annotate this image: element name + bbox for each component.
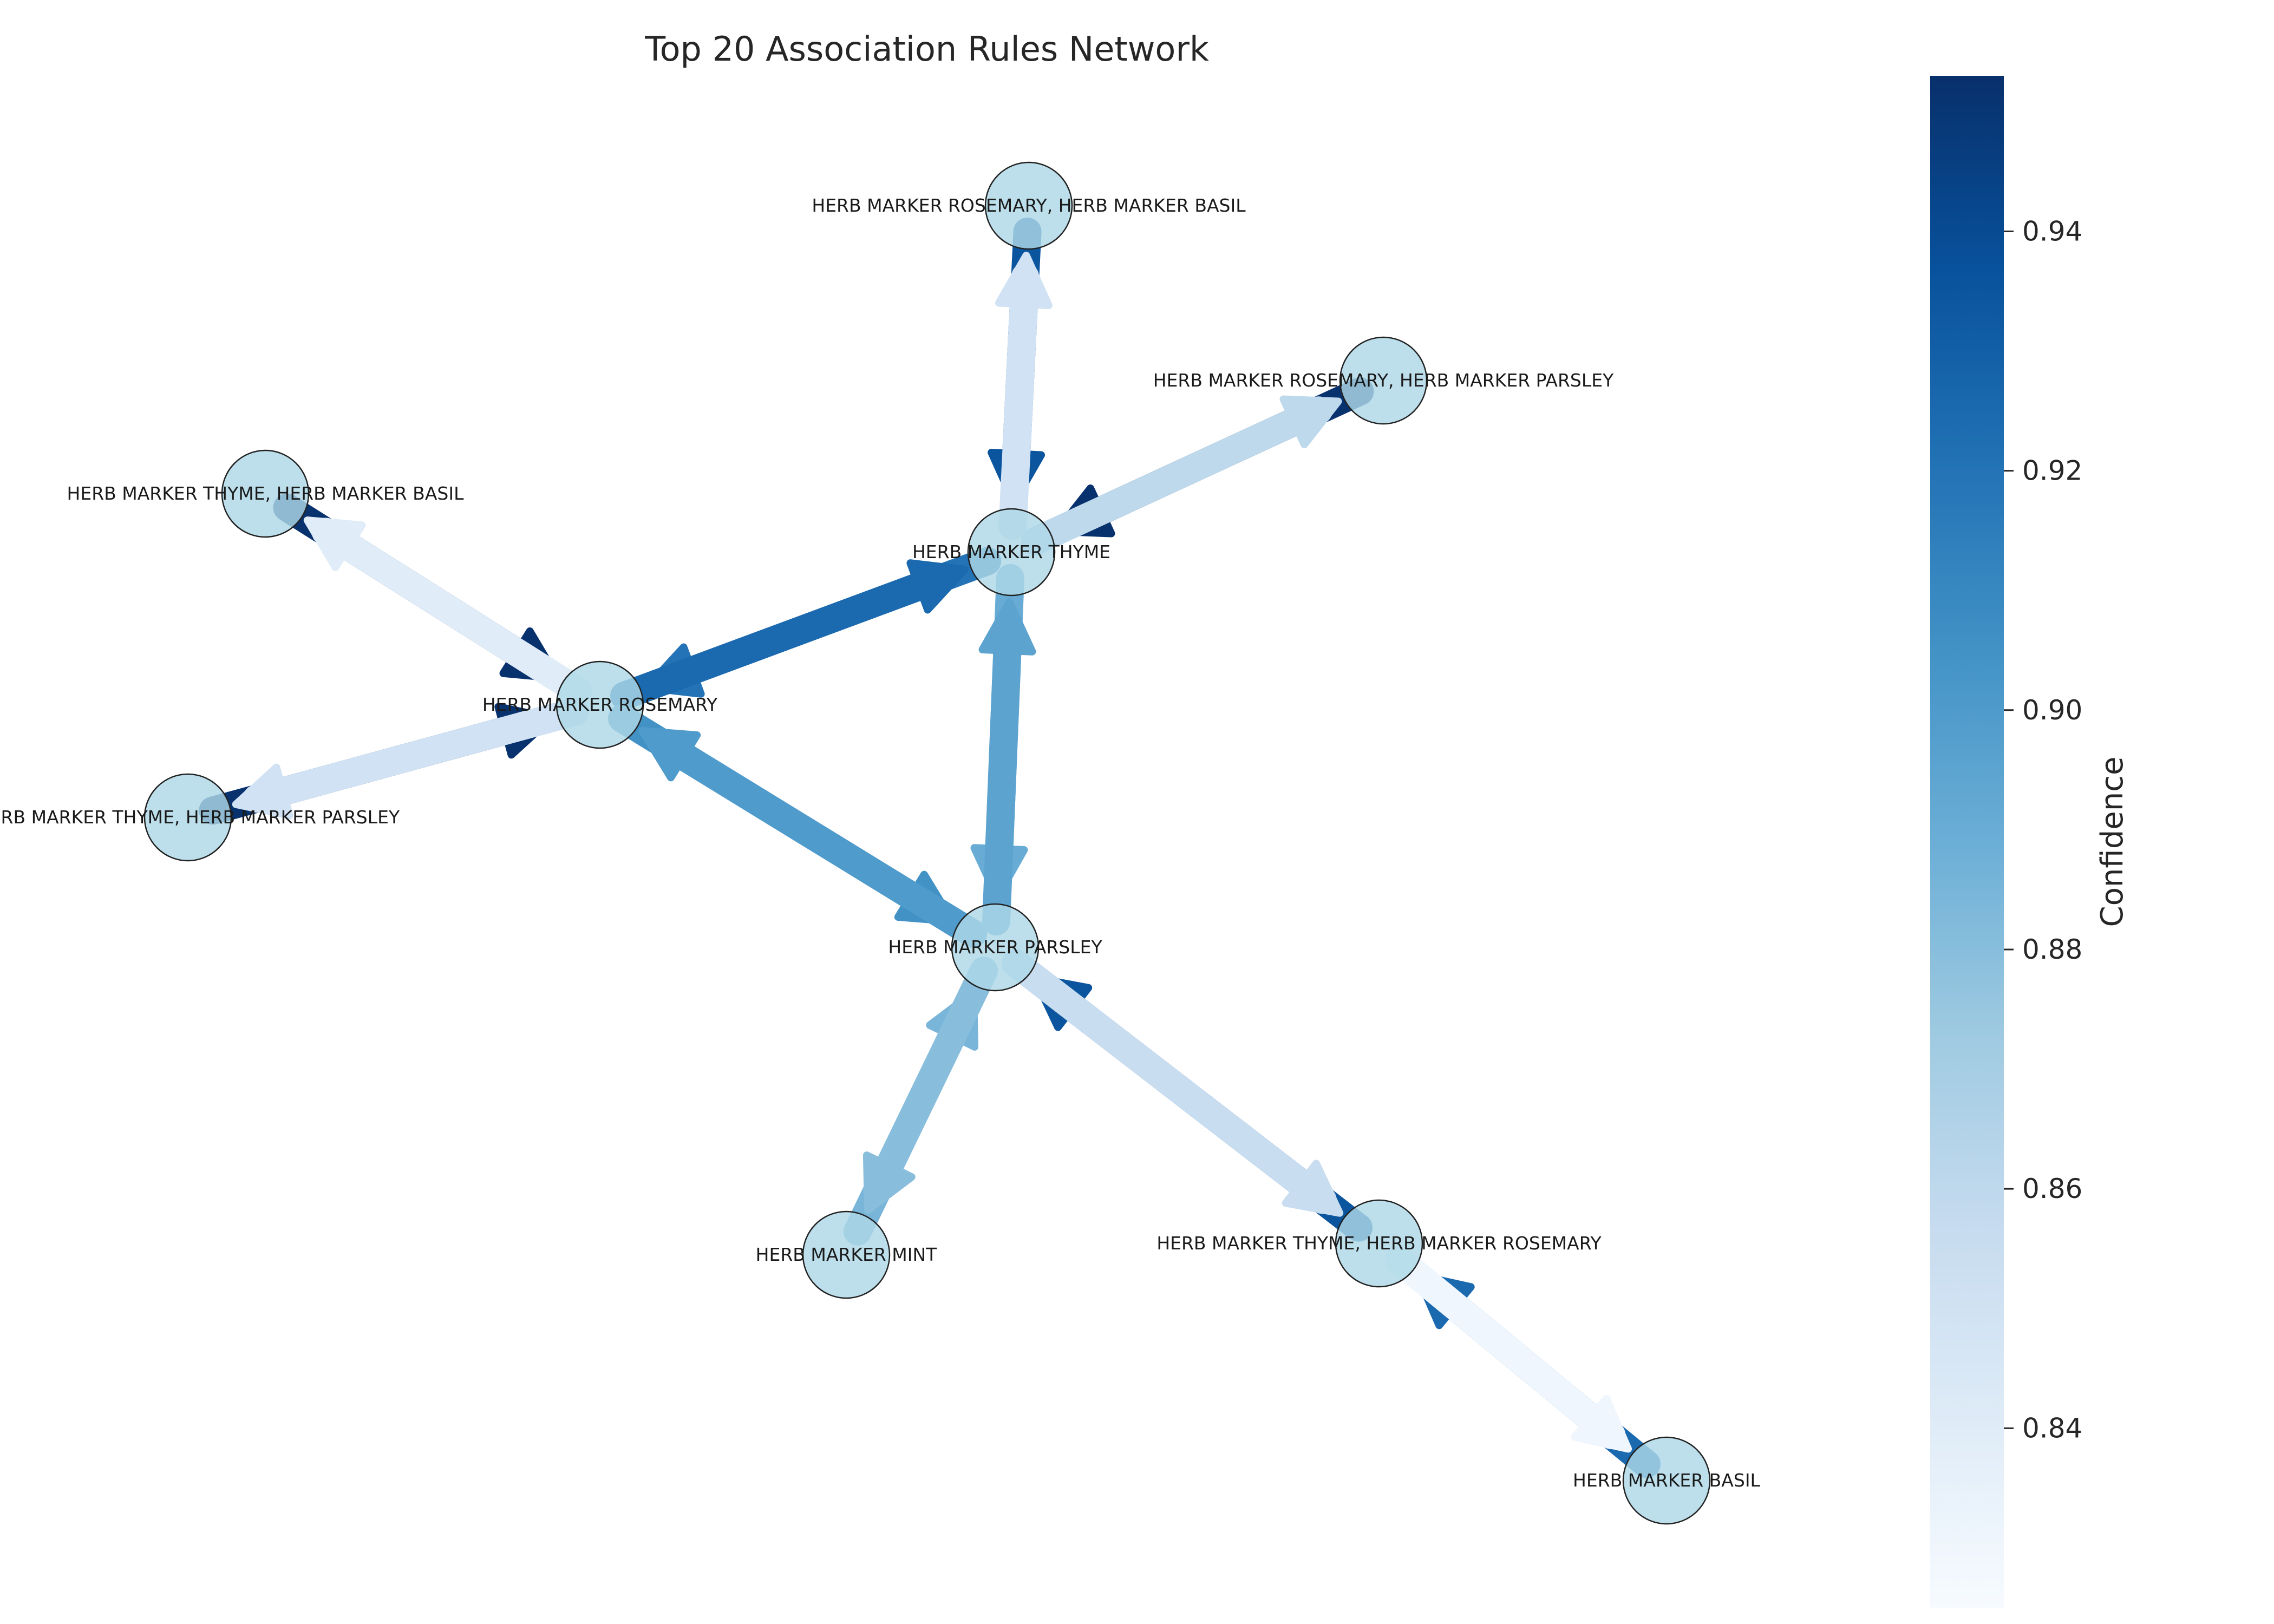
edge-arrowhead	[232, 763, 293, 820]
edge-line	[1385, 1246, 1626, 1450]
node-rb	[984, 161, 1073, 250]
nodes-layer	[143, 161, 1711, 1525]
edges-layer	[199, 217, 1661, 1478]
edge-parsley-to-mint	[862, 957, 998, 1214]
labels-layer: HERB MARKER ROSEMARY, HERB MARKER BASIL H…	[0, 195, 1761, 1491]
edge-arrowhead	[978, 598, 1036, 656]
edge-line	[1021, 396, 1333, 555]
edge-rosemary-to-tb	[303, 516, 592, 705]
edge-arrowhead	[638, 727, 701, 782]
edge-parsley-to-thyme	[978, 598, 1036, 936]
edge-line	[1002, 949, 1337, 1214]
colorbar-tick-label: 0.86	[2022, 1173, 2082, 1204]
colorbar-label: Confidence	[2095, 757, 2130, 927]
edge-line	[311, 518, 592, 705]
node-label-rosemary: HERB MARKER ROSEMARY	[482, 694, 718, 715]
node-rosemary	[556, 660, 644, 749]
node-label-tr: HERB MARKER THYME, HERB MARKER ROSEMARY	[1156, 1233, 1602, 1254]
node-parsley	[951, 903, 1040, 992]
node-tp	[143, 773, 232, 862]
node-label-tp: HERB MARKER THYME, HERB MARKER PARSLEY	[0, 807, 400, 828]
node-label-thyme: HERB MARKER THYME	[912, 541, 1110, 562]
colorbar-gradient	[1930, 76, 2004, 1608]
node-label-rb: HERB MARKER ROSEMARY, HERB MARKER BASIL	[812, 195, 1246, 216]
edge-line	[610, 562, 959, 710]
edge-arrowhead	[995, 251, 1053, 310]
colorbar-tick-label: 0.84	[2022, 1412, 2082, 1444]
node-tb	[221, 449, 310, 538]
node-label-rp: HERB MARKER ROSEMARY, HERB MARKER PARSLE…	[1153, 370, 1614, 391]
edge-arrowhead	[906, 559, 969, 614]
colorbar-tick-label: 0.92	[2022, 455, 2082, 487]
edge-arrowhead	[862, 1151, 916, 1214]
edge-line	[982, 609, 1023, 936]
node-tr	[1335, 1199, 1423, 1288]
edge-thyme-to-rb	[995, 251, 1053, 541]
edge-arrowhead	[303, 516, 366, 572]
edge-parsley-to-rosemary	[638, 727, 988, 948]
node-label-parsley: HERB MARKER PARSLEY	[888, 937, 1102, 958]
colorbar-tick-label: 0.88	[2022, 934, 2082, 965]
edge-arrowhead	[1571, 1394, 1632, 1453]
edge-line	[863, 957, 998, 1205]
node-basil	[1622, 1436, 1711, 1525]
edge-line	[243, 697, 589, 813]
colorbar: 0.84 0.86 0.88 0.90 0.92 0.94 Confidence	[1930, 76, 2130, 1608]
node-rp	[1339, 336, 1428, 425]
colorbar-tick-label: 0.94	[2022, 215, 2082, 247]
edge-line	[998, 263, 1040, 541]
edge-rosemary-to-tp	[232, 697, 589, 820]
colorbar-ticks: 0.84 0.86 0.88 0.90 0.92 0.94	[2004, 215, 2082, 1444]
edge-arrowhead	[1279, 395, 1342, 449]
colorbar-tick-label: 0.90	[2022, 695, 2082, 726]
node-mint	[802, 1210, 891, 1299]
edge-thyme-to-rp	[1021, 395, 1342, 555]
edge-tr-to-basil	[1385, 1246, 1632, 1453]
edge-parsley-to-tr	[1002, 949, 1344, 1217]
edge-arrowhead	[1282, 1160, 1344, 1217]
node-thyme	[967, 508, 1056, 597]
edge-rosemary-to-thyme	[610, 559, 969, 710]
node-label-basil: HERB MARKER BASIL	[1573, 1470, 1761, 1491]
chart-title: Top 20 Association Rules Network	[644, 29, 1209, 69]
node-label-mint: HERB MARKER MINT	[756, 1244, 937, 1265]
node-label-tb: HERB MARKER THYME, HERB MARKER BASIL	[67, 483, 465, 504]
edge-line	[646, 728, 988, 948]
